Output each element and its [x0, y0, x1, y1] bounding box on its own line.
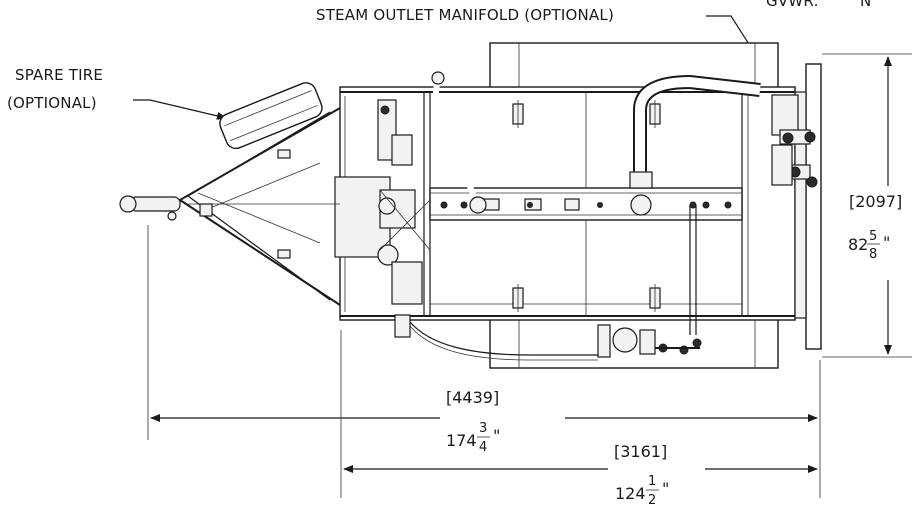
hitch-coupler [119, 195, 181, 213]
body-length-numerator: 1 [648, 474, 656, 489]
body-length-denominator: 2 [648, 493, 656, 508]
steam-manifold-callout: STEAM OUTLET MANIFOLD (OPTIONAL) [316, 6, 614, 24]
spare-tire-callout-line1: SPARE TIRE [15, 66, 103, 84]
body-length-unit: " [662, 479, 669, 498]
tongue-a-frame [167, 107, 341, 306]
width-unit: " [883, 233, 890, 252]
width-whole: 82 [848, 235, 868, 254]
width-numerator: 5 [869, 229, 877, 244]
steam-outlet-manifold [771, 94, 818, 188]
panel-brackets [440, 100, 732, 312]
bottom-valve-assembly [597, 324, 702, 358]
width-metric: [2097] [849, 192, 902, 211]
overall-length-whole: 174 [446, 431, 477, 450]
gvwr-value-fragment: N [860, 0, 871, 10]
body-length-metric: [3161] [614, 442, 667, 461]
overall-length-dimension [147, 225, 821, 440]
body-length-dimension [340, 330, 821, 498]
spare-tire [219, 82, 323, 150]
overall-length-unit: " [493, 426, 500, 445]
hose-coupler [629, 171, 653, 189]
front-equipment-bay [334, 99, 431, 338]
spare-tire-leader [133, 99, 227, 120]
body-length-whole: 124 [615, 484, 646, 503]
spare-tire-callout-line2: (OPTIONAL) [7, 94, 97, 112]
rear-bumper-plate [805, 63, 822, 350]
gvwr-label: GVWR: [766, 0, 819, 10]
overall-length-numerator: 3 [479, 421, 487, 436]
width-denominator: 8 [869, 247, 877, 262]
overall-length-metric: [4439] [446, 388, 499, 407]
width-dimension [822, 53, 912, 358]
overall-length-denominator: 4 [479, 440, 487, 455]
bottom-service-hose [409, 321, 598, 356]
